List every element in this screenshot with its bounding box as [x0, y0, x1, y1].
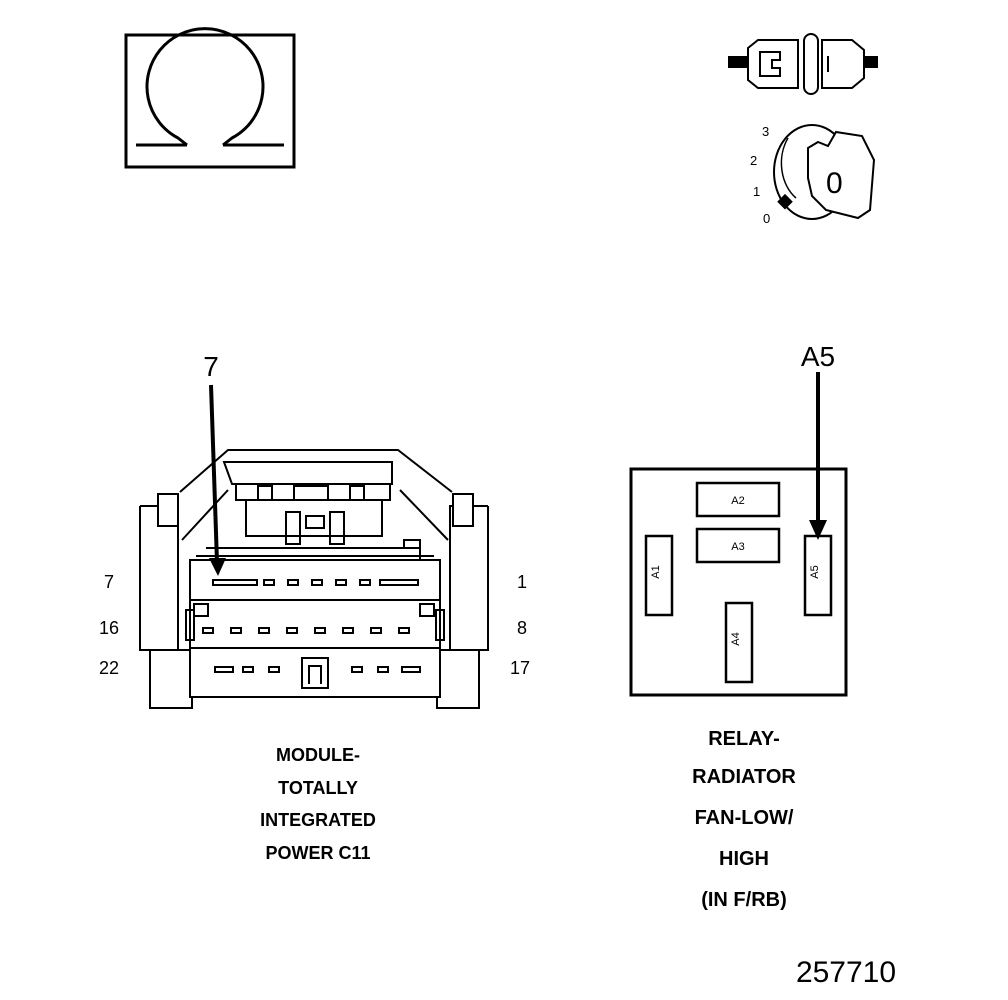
- svg-text:MODULE-: MODULE-: [276, 745, 360, 765]
- ignition-position-1: 1: [753, 184, 760, 199]
- pin-label-22: 22: [99, 658, 119, 678]
- svg-text:INTEGRATED: INTEGRATED: [260, 810, 376, 830]
- disconnect-connector-icon: [728, 33, 878, 95]
- ohmmeter-symbol: [124, 27, 296, 169]
- relay-cavity-a1: A1: [650, 565, 662, 578]
- relay-cavity-a5: A5: [809, 565, 821, 578]
- ignition-position-2: 2: [750, 153, 757, 168]
- svg-text:RADIATOR: RADIATOR: [692, 766, 796, 788]
- relay-cavity-a3: A3: [731, 541, 744, 553]
- svg-text:HIGH: HIGH: [719, 848, 769, 870]
- svg-text:TOTALLY: TOTALLY: [278, 778, 358, 798]
- ignition-position-3: 3: [762, 124, 769, 139]
- module-pin-cavities: [202, 579, 421, 673]
- relay-cavity-a2: A2: [731, 495, 744, 507]
- pin-label-16: 16: [99, 618, 119, 638]
- svg-text:RELAY-: RELAY-: [708, 728, 780, 750]
- svg-text:POWER C11: POWER C11: [265, 843, 370, 863]
- relay-callout-label: A5: [801, 341, 835, 372]
- pin-label-17: 17: [510, 658, 530, 678]
- relay-caption: RELAY- RADIATOR FAN-LOW/ HIGH (IN F/RB): [692, 728, 796, 911]
- relay-cavity-a4: A4: [730, 632, 742, 645]
- module-caption: MODULE- TOTALLY INTEGRATED POWER C11: [260, 745, 376, 863]
- pin-label-7: 7: [104, 572, 114, 592]
- pin-label-8: 8: [517, 618, 527, 638]
- svg-text:FAN-LOW/: FAN-LOW/: [695, 807, 794, 829]
- relay-body: [629, 467, 848, 697]
- ignition-key-label: 0: [826, 167, 843, 200]
- pin-callout-label: 7: [203, 351, 219, 382]
- svg-text:(IN F/RB): (IN F/RB): [701, 889, 787, 911]
- figure-number: 257710: [796, 956, 896, 989]
- pin-7-callout-arrow: [209, 384, 226, 576]
- ignition-switch-icon: 3 2 1 0 0: [750, 124, 876, 226]
- a5-callout-arrow: [809, 372, 827, 540]
- ignition-position-0: 0: [763, 211, 770, 226]
- pin-label-1: 1: [517, 572, 527, 592]
